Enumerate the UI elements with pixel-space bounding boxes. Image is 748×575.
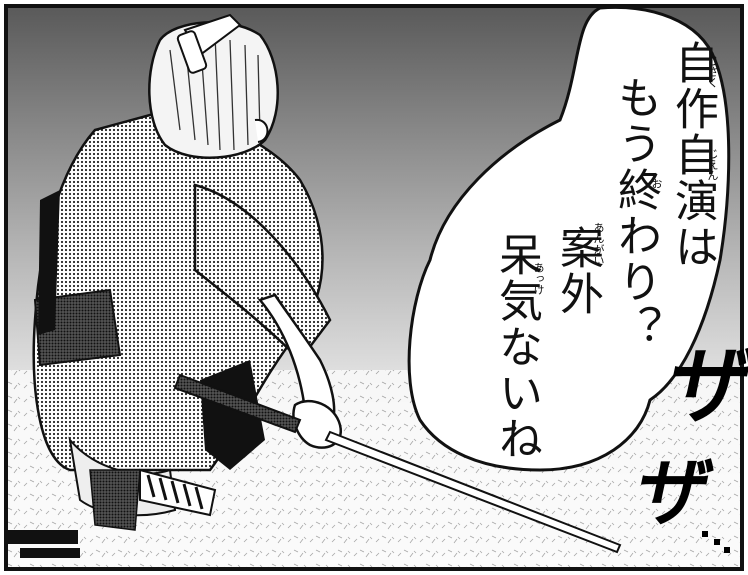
furigana-angai: あんがい bbox=[592, 222, 605, 266]
dialogue-column-1: 自作自演は bbox=[667, 40, 718, 270]
kneeling-figure bbox=[8, 13, 622, 558]
dialogue-column-2: もう終わり？ bbox=[610, 75, 661, 351]
panel-border bbox=[4, 4, 744, 571]
sound-effect-za-bottom: ザ bbox=[614, 452, 721, 530]
dialogue-column-3: 案外 bbox=[552, 225, 603, 317]
dialogue-column-4: 呆気ないね bbox=[491, 232, 542, 462]
sound-effect-dots bbox=[700, 525, 730, 555]
sound-effect-za-top: ザ bbox=[642, 340, 748, 428]
furigana-o: お bbox=[650, 178, 663, 189]
furigana-jien: じえん bbox=[706, 148, 719, 181]
speech-bubble-shape bbox=[407, 5, 731, 472]
furigana-akke: あっけ bbox=[532, 262, 545, 295]
furigana-jisaku: じさく bbox=[706, 55, 719, 88]
